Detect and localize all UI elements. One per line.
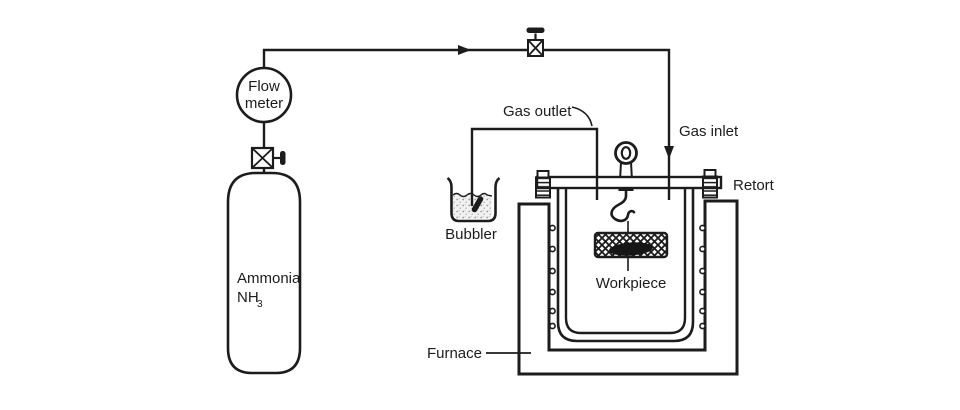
lid-bolt-right (702, 169, 718, 199)
flow-direction-arrow-right (458, 45, 471, 55)
valve-handle (526, 27, 545, 33)
main-supply-pipe (262, 48, 671, 200)
eyebolt-icon (614, 141, 638, 165)
heating-element-dots (549, 224, 706, 330)
flow-meter-label-line2: meter (245, 95, 283, 112)
shutoff-valve-icon (526, 27, 545, 57)
bubbler-label: Bubbler (445, 226, 497, 243)
gas-inlet-label: Gas inlet (679, 123, 739, 140)
hook-icon (610, 187, 636, 223)
furnace-wall-outline (517, 199, 739, 376)
retort-inner-wall (564, 187, 687, 335)
lid-bolt-left (535, 170, 551, 199)
workpiece-label: Workpiece (596, 275, 667, 292)
cylinder-label: Ammonia (237, 270, 301, 287)
cylinder-valve-icon (250, 146, 286, 170)
retort-label: Retort (733, 177, 775, 194)
flow-direction-arrow-down (664, 146, 674, 159)
bubbler-wall (446, 176, 501, 223)
workpiece-dark-core (609, 242, 653, 256)
retort-lid (535, 175, 723, 190)
cylinder-valve-handle (280, 151, 286, 165)
furnace-label: Furnace (427, 345, 482, 362)
gas-outlet-leader-line (571, 106, 593, 127)
bubbler-beaker (446, 176, 501, 223)
gas-outlet-label: Gas outlet (503, 103, 572, 120)
cylinder-formula-subscript: 3 (257, 299, 263, 310)
retort-outer-wall (556, 185, 695, 343)
retort-vessel (556, 185, 695, 343)
flow-meter: Flow meter (235, 66, 293, 124)
gas-piping (262, 48, 671, 213)
ammonia-cylinder: Ammonia NH 3 (226, 171, 302, 375)
workpiece (593, 231, 669, 259)
cylinder-formula: NH (237, 289, 259, 306)
gas-outlet-pipe (470, 127, 599, 206)
furnace-body (517, 199, 739, 376)
bubbler-tube-tip (471, 196, 484, 213)
flow-meter-label-line1: Flow (248, 78, 280, 95)
